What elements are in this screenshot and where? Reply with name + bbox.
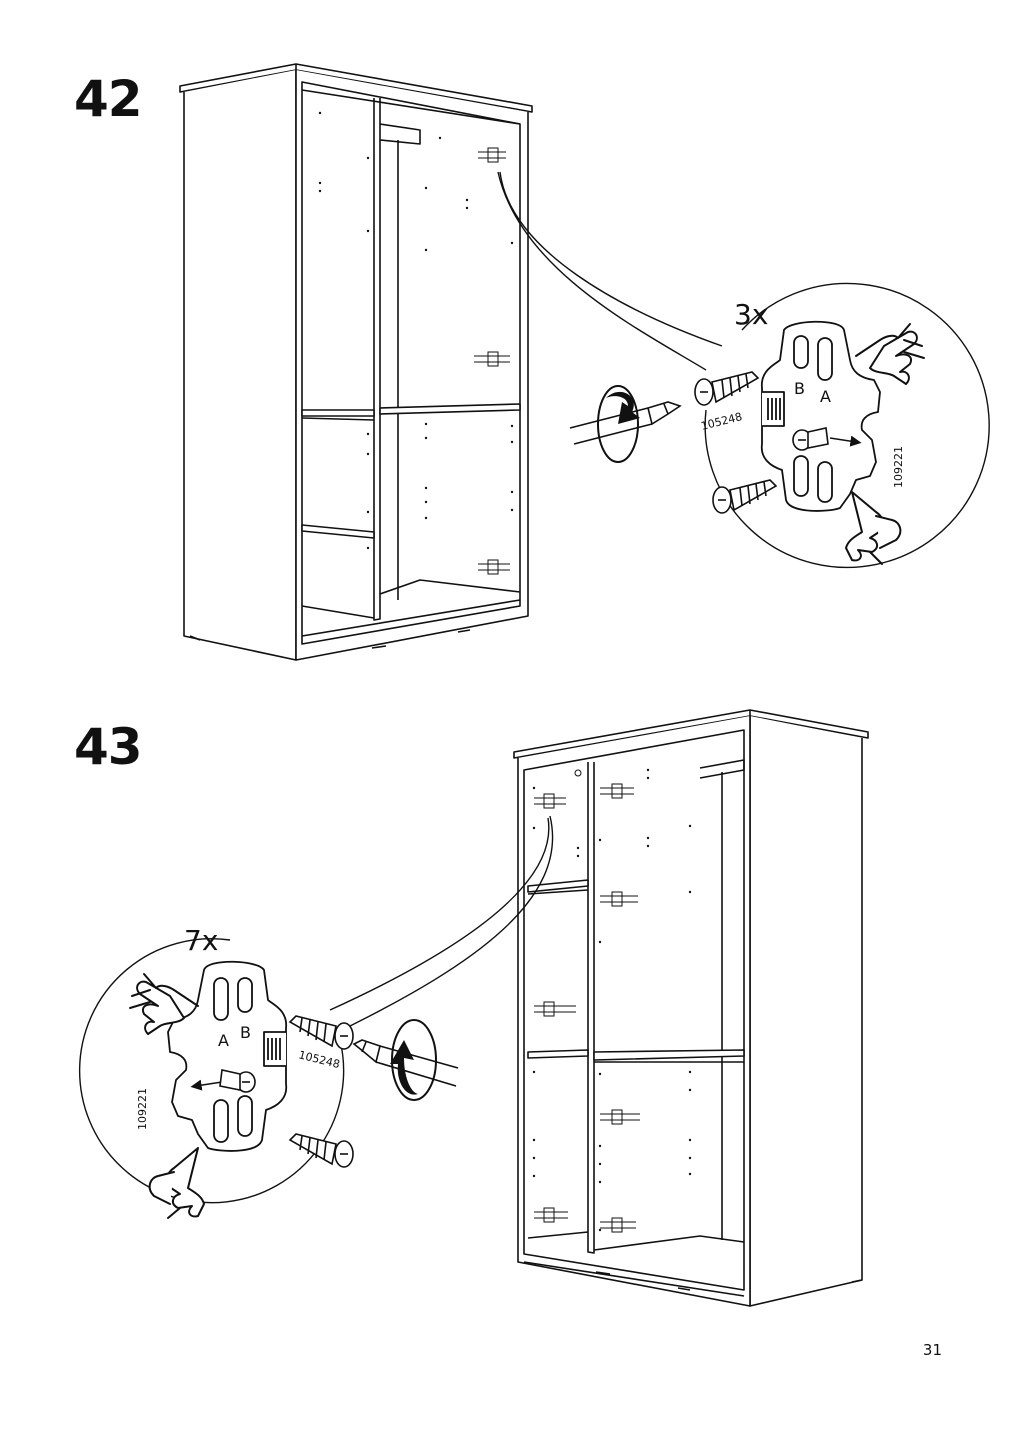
step-number-42: 42 bbox=[74, 70, 143, 128]
cabinet-43 bbox=[513, 709, 869, 1307]
screw-icon bbox=[288, 1015, 354, 1050]
screwdriver-icon bbox=[569, 401, 682, 445]
clockwise-rotation-icon bbox=[390, 1019, 437, 1101]
screw-icon bbox=[792, 427, 829, 451]
pointing-hand-icon bbox=[845, 491, 902, 565]
screw-code-43: 105248 bbox=[297, 1048, 341, 1071]
callout-line-42 bbox=[499, 171, 723, 347]
screw-icon bbox=[712, 479, 778, 514]
slot-label-a-42: A bbox=[820, 387, 831, 406]
shelf-bracket-icon bbox=[760, 320, 881, 512]
pointing-hand-icon bbox=[129, 973, 199, 1035]
pointing-hand-icon bbox=[855, 323, 925, 385]
bracket-code-43: 109221 bbox=[136, 1088, 149, 1130]
cabinet-43-brackets bbox=[534, 783, 640, 1233]
bracket-code-42: 109221 bbox=[892, 446, 905, 488]
screw-icon bbox=[288, 1133, 354, 1168]
direction-arrow-icon bbox=[829, 435, 862, 447]
cabinet-43-holes bbox=[532, 768, 692, 1232]
slot-label-b-43: B bbox=[240, 1023, 251, 1042]
cabinet-42-holes bbox=[318, 111, 514, 550]
callout-line-43 bbox=[329, 817, 550, 1011]
cabinet-42-brackets bbox=[474, 147, 510, 575]
quantity-label-42: 3x bbox=[734, 298, 768, 331]
clockwise-rotation-icon bbox=[597, 385, 640, 463]
quantity-label-43: 7x bbox=[184, 924, 218, 957]
screw-icon bbox=[219, 1069, 256, 1093]
cabinet-42 bbox=[179, 63, 533, 661]
slot-label-b-42: B bbox=[794, 379, 805, 398]
pointing-hand-icon bbox=[148, 1147, 205, 1219]
step-42-illustration: 3x B A 105248 109221 bbox=[179, 63, 990, 661]
direction-arrow-icon bbox=[190, 1079, 223, 1091]
step-number-43: 43 bbox=[74, 718, 143, 776]
screw-icon bbox=[694, 371, 760, 406]
detail-circle-42 bbox=[704, 282, 990, 569]
slot-label-a-43: A bbox=[218, 1031, 229, 1050]
shelf-bracket-icon bbox=[167, 960, 288, 1152]
page-number: 31 bbox=[922, 1341, 942, 1359]
